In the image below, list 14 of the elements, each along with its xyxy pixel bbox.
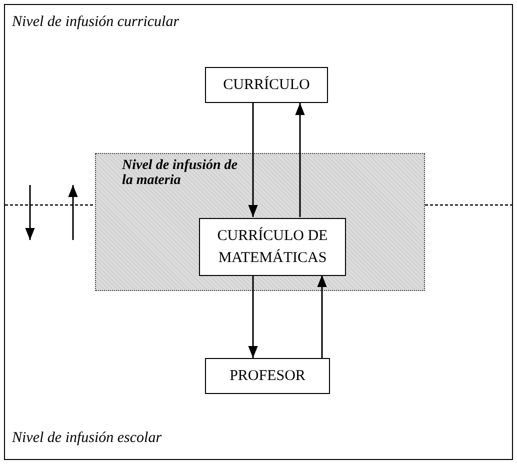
box-label: CURRÍCULO <box>223 75 310 95</box>
arrow <box>248 275 258 358</box>
process-box <box>205 67 328 103</box>
process-box <box>205 358 330 394</box>
box-label: CURRÍCULO DE MATEMÁTICAS <box>216 226 329 268</box>
box-label: PROFESOR <box>230 367 306 386</box>
level-label: Nivel de infusión curricular <box>12 14 180 31</box>
arrow <box>295 103 305 217</box>
arrow <box>317 275 327 358</box>
region-title: Nivel de infusión de la materia <box>122 158 238 188</box>
level-label: Nivel de infusión escolar <box>12 430 162 447</box>
process-box <box>199 218 346 276</box>
shaded-region <box>95 153 425 291</box>
arrow <box>248 103 258 217</box>
